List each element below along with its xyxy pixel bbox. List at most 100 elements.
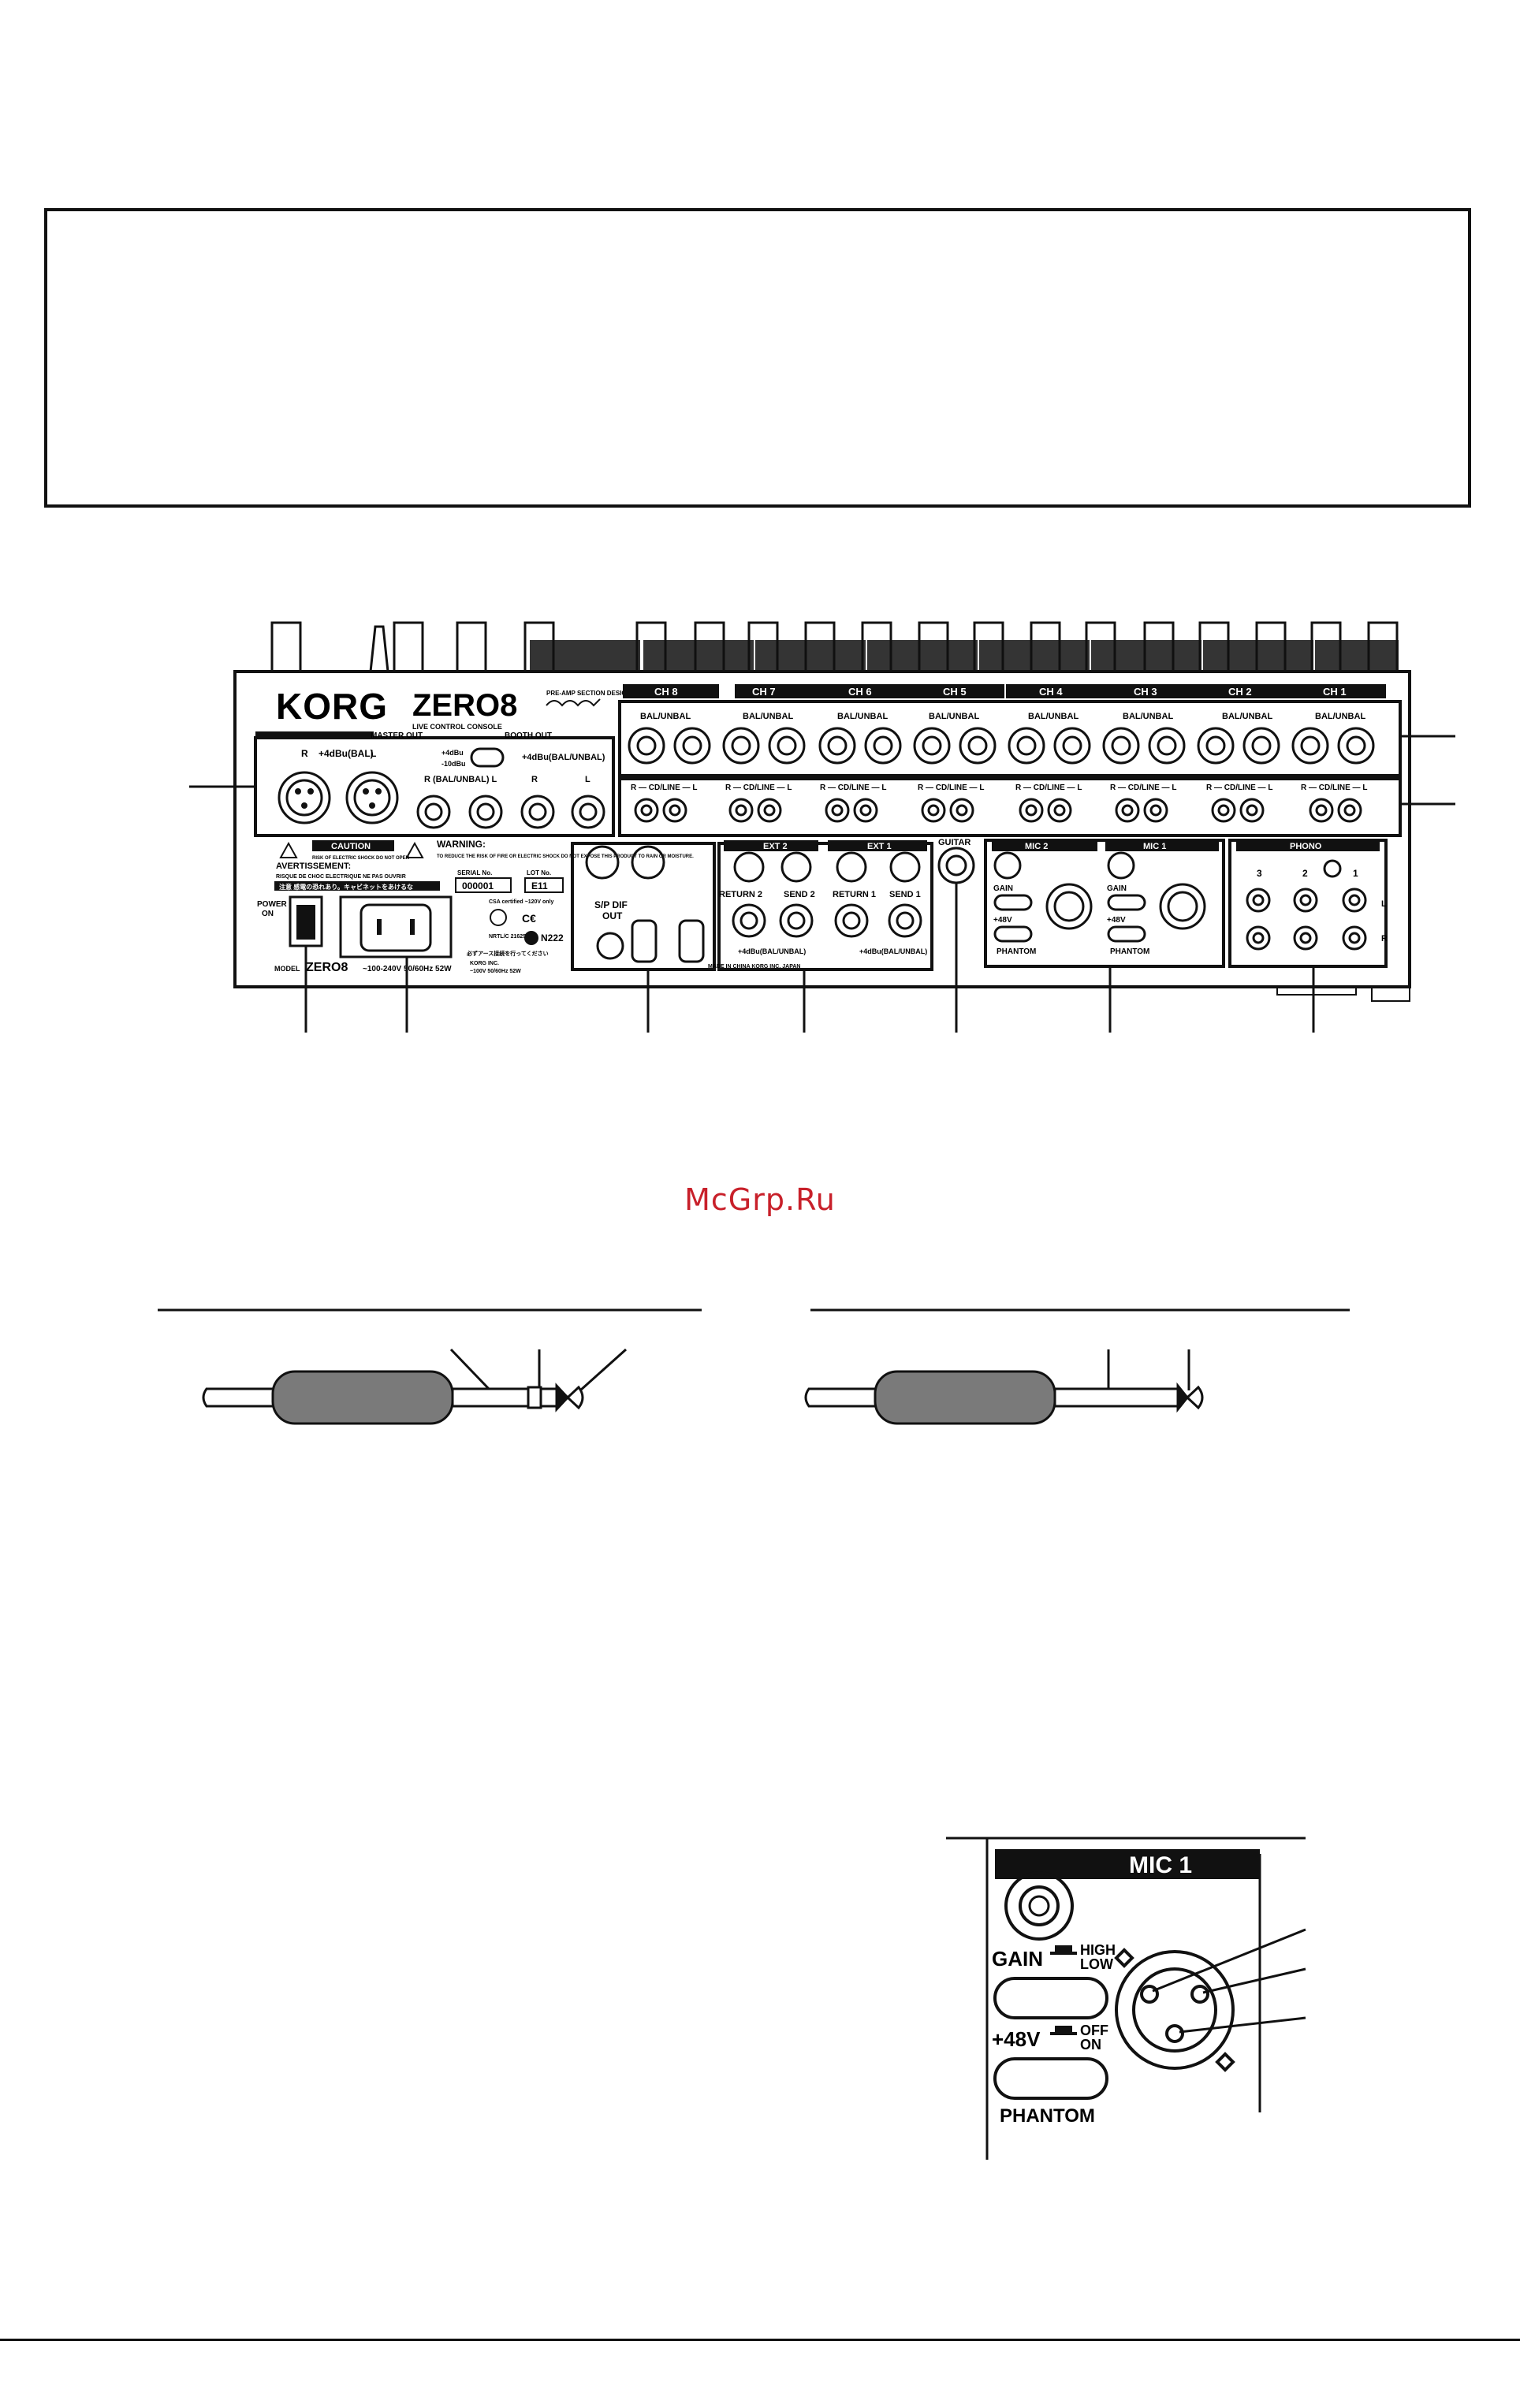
- gain-switch: [993, 1977, 1108, 2019]
- svg-text:MODEL: MODEL: [274, 965, 300, 973]
- svg-text:AVERTISSEMENT:: AVERTISSEMENT:: [276, 862, 351, 871]
- preamp-credit: PRE-AMP SECTION DESIGNED BY: [546, 690, 651, 697]
- ch8-label: CH 8: [654, 686, 678, 698]
- ac-inlet: [339, 895, 453, 958]
- svg-text:+48V: +48V: [993, 916, 1012, 925]
- ext-block: [717, 842, 933, 971]
- svg-text:R: R: [531, 775, 538, 784]
- svg-text:L: L: [371, 748, 376, 759]
- svg-text:MADE IN CHINA KORG INC. JAPAN: MADE IN CHINA KORG INC. JAPAN: [708, 964, 800, 970]
- svg-text:+4dBu(BAL): +4dBu(BAL): [319, 748, 374, 759]
- svg-text:BAL/UNBAL: BAL/UNBAL: [1315, 712, 1365, 721]
- svg-text:PHANTOM: PHANTOM: [1110, 947, 1149, 956]
- svg-text:E11: E11: [531, 880, 548, 891]
- ch5-label: CH 5: [943, 686, 967, 698]
- svg-text:必ずアース接続を行ってください: 必ずアース接続を行ってください: [466, 950, 549, 957]
- svg-text:BOOTH OUT: BOOTH OUT: [505, 731, 552, 740]
- watermark: McGrp.Ru: [684, 1182, 836, 1217]
- svg-text:PHONO: PHONO: [1290, 842, 1322, 851]
- svg-text:ON: ON: [262, 910, 274, 918]
- svg-text:3: 3: [1257, 868, 1262, 879]
- svg-text:+4dBu(BAL/UNBAL): +4dBu(BAL/UNBAL): [522, 753, 605, 762]
- svg-text:C€: C€: [522, 912, 536, 925]
- svg-text:PHANTOM: PHANTOM: [997, 947, 1036, 956]
- svg-text:R — CD/LINE — L: R — CD/LINE — L: [631, 783, 697, 792]
- xlr-detail: MIC 1 GAIN HIGH LOW +48V OFF ON PHANTOM: [946, 1837, 1306, 2160]
- svg-text:R: R: [301, 748, 308, 759]
- trs-plug-icon: [202, 1348, 628, 1425]
- phantom-switch: [993, 2057, 1108, 2100]
- svg-text:LOW: LOW: [1080, 1956, 1113, 1972]
- svg-text:-10dBu: -10dBu: [441, 760, 466, 768]
- ch7-label: CH 7: [752, 686, 776, 698]
- svg-text:EXT 2: EXT 2: [763, 842, 788, 851]
- svg-text:ON: ON: [1080, 2037, 1101, 2053]
- svg-text:BAL/UNBAL: BAL/UNBAL: [837, 712, 888, 721]
- svg-text:000001: 000001: [462, 880, 494, 891]
- svg-text:CAUTION: CAUTION: [331, 842, 371, 851]
- svg-text:SERIAL No.: SERIAL No.: [457, 869, 492, 876]
- svg-text:R — CD/LINE — L: R — CD/LINE — L: [1110, 783, 1176, 792]
- brand-logo: KORG: [276, 686, 388, 727]
- svg-text:~100V 50/60Hz 52W: ~100V 50/60Hz 52W: [470, 969, 521, 974]
- svg-text:1: 1: [1353, 868, 1358, 879]
- svg-text:R — CD/LINE — L: R — CD/LINE — L: [1206, 783, 1272, 792]
- svg-text:R — CD/LINE — L: R — CD/LINE — L: [820, 783, 886, 792]
- svg-text:R — CD/LINE — L: R — CD/LINE — L: [1301, 783, 1367, 792]
- svg-text:S/P DIF: S/P DIF: [594, 899, 628, 910]
- xlr-detail-title: MIC 1: [1129, 1852, 1192, 1878]
- svg-text:BAL/UNBAL: BAL/UNBAL: [929, 712, 979, 721]
- svg-text:POWER: POWER: [257, 900, 288, 909]
- ch6-label: CH 6: [848, 686, 872, 698]
- svg-text:L: L: [1381, 899, 1387, 909]
- svg-text:KORG INC.: KORG INC.: [470, 961, 499, 966]
- svg-text:2: 2: [1302, 868, 1308, 879]
- svg-text:GAIN: GAIN: [993, 884, 1013, 893]
- svg-text:GAIN: GAIN: [992, 1947, 1043, 1971]
- svg-text:RISK OF ELECTRIC SHOCK DO NOT: RISK OF ELECTRIC SHOCK DO NOT OPEN: [312, 856, 409, 861]
- svg-text:N222: N222: [541, 932, 564, 943]
- svg-text:BAL/UNBAL: BAL/UNBAL: [1222, 712, 1272, 721]
- mic-block: [984, 839, 1225, 968]
- ts-plug-icon: [804, 1349, 1204, 1425]
- cd-line-block: [618, 777, 1402, 837]
- ch1-label: CH 1: [1323, 686, 1347, 698]
- rear-panel-illustration: KORG ZERO8 LIVE CONTROL CONSOLE PRE-AMP …: [189, 621, 1455, 1033]
- ch2-label: CH 2: [1228, 686, 1252, 698]
- ch3-label: CH 3: [1134, 686, 1157, 698]
- svg-text:GUITAR: GUITAR: [938, 838, 970, 847]
- svg-text:MASTER OUT: MASTER OUT: [371, 731, 423, 740]
- svg-text:L: L: [585, 775, 590, 784]
- svg-text:BAL/UNBAL: BAL/UNBAL: [743, 712, 793, 721]
- footer-rule: [0, 2339, 1520, 2341]
- svg-text:PHANTOM: PHANTOM: [1000, 2105, 1095, 2127]
- channel-jack-block: [618, 700, 1402, 777]
- svg-text:+4dBu(BAL/UNBAL): +4dBu(BAL/UNBAL): [738, 947, 806, 955]
- svg-text:TO REDUCE THE RISK OF FIRE OR: TO REDUCE THE RISK OF FIRE OR ELECTRIC S…: [437, 854, 694, 859]
- xlr-socket-icon: [1114, 1948, 1235, 2072]
- svg-text:BAL/UNBAL: BAL/UNBAL: [1123, 712, 1173, 721]
- svg-text:+4dBu: +4dBu: [441, 749, 464, 757]
- rca-jacks: [634, 798, 1362, 823]
- svg-text:HIGH: HIGH: [1080, 1942, 1116, 1958]
- svg-text:R: R: [1381, 934, 1388, 943]
- svg-text:BAL/UNBAL: BAL/UNBAL: [640, 712, 691, 721]
- svg-text:R — CD/LINE — L: R — CD/LINE — L: [725, 783, 792, 792]
- svg-text:OUT: OUT: [602, 910, 623, 921]
- ch4-label: CH 4: [1039, 686, 1063, 698]
- svg-text:RISQUE DE CHOC ELECTRIQUE NE P: RISQUE DE CHOC ELECTRIQUE NE PAS OUVRIR: [276, 874, 406, 880]
- svg-text:SEND 2: SEND 2: [784, 890, 815, 899]
- channel-label-bars: [623, 684, 1386, 698]
- svg-text:R — CD/LINE — L: R — CD/LINE — L: [1015, 783, 1082, 792]
- svg-text:ZERO8: ZERO8: [306, 961, 348, 974]
- plug-illustrations: [158, 1308, 1350, 1425]
- svg-text:RETURN 1: RETURN 1: [833, 890, 876, 899]
- svg-text:注意 感電の恐れあり。キャビネットをあけるな: 注意 感電の恐れあり。キャビネットをあけるな: [279, 883, 413, 891]
- svg-text:MIC 1: MIC 1: [1143, 842, 1166, 851]
- trs-outputs: [416, 795, 605, 829]
- svg-text:BAL/UNBAL: BAL/UNBAL: [1028, 712, 1079, 721]
- svg-text:MIC 2: MIC 2: [1025, 842, 1048, 851]
- svg-text:R (BAL/UNBAL) L: R (BAL/UNBAL) L: [424, 775, 497, 784]
- svg-text:LOT No.: LOT No.: [527, 869, 551, 876]
- svg-text:NRTL/C 216251: NRTL/C 216251: [489, 934, 529, 940]
